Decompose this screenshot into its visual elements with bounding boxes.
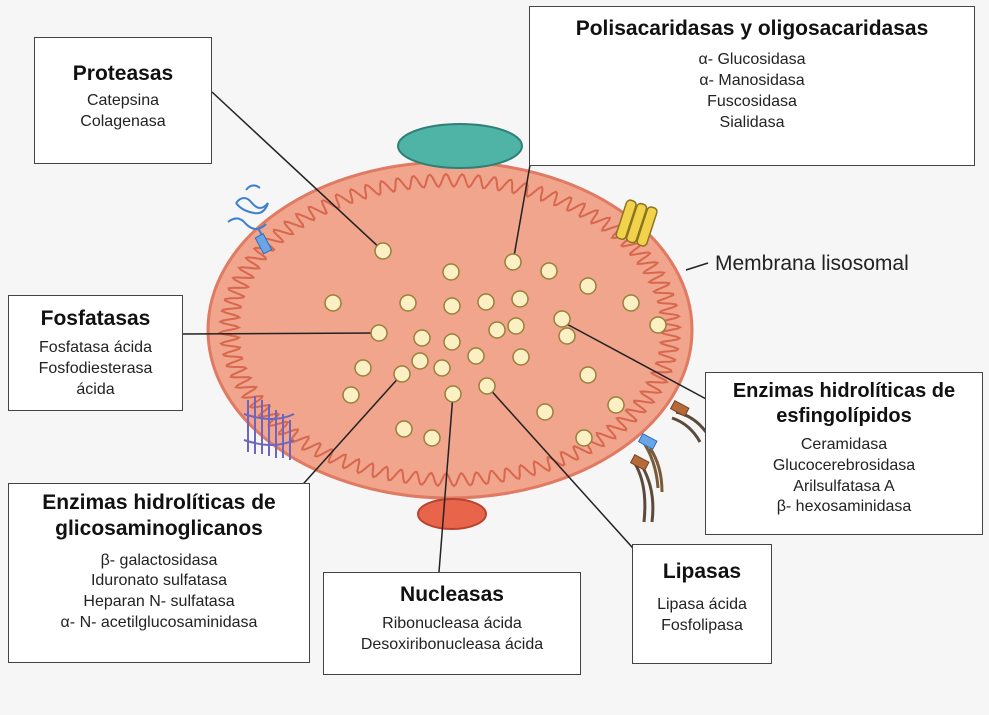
nucleasas-box: Nucleasas Ribonucleasa ácida Desoxiribon… bbox=[323, 572, 581, 675]
enzyme-vesicle bbox=[489, 322, 505, 338]
enzyme-vesicle bbox=[479, 378, 495, 394]
enzyme-item: Catepsina bbox=[35, 91, 211, 112]
enzyme-vesicle bbox=[444, 298, 460, 314]
enzyme-vesicle bbox=[512, 291, 528, 307]
enzyme-item: Fuscosidasa bbox=[530, 92, 974, 113]
enzyme-vesicle bbox=[400, 295, 416, 311]
box-title: Fosfatasas bbox=[9, 306, 182, 332]
enzyme-vesicle bbox=[412, 353, 428, 369]
enzyme-vesicle bbox=[444, 334, 460, 350]
enzyme-vesicle bbox=[505, 254, 521, 270]
enzyme-item: α- Manosidasa bbox=[530, 71, 974, 92]
enzyme-item: Colagenasa bbox=[35, 112, 211, 133]
enzyme-vesicle bbox=[375, 243, 391, 259]
enzyme-vesicle bbox=[434, 360, 450, 376]
enzyme-vesicle bbox=[325, 295, 341, 311]
enzyme-list: Lipasa ácida Fosfolipasa bbox=[633, 595, 771, 637]
enzyme-item: Iduronato sulfatasa bbox=[9, 571, 309, 592]
enzyme-item: Fosfodiesterasa bbox=[9, 359, 182, 380]
enzyme-list: β- galactosidasa Iduronato sulfatasa Hep… bbox=[9, 551, 309, 634]
box-title: Nucleasas bbox=[324, 582, 580, 608]
leader-fosfatasas bbox=[182, 333, 379, 334]
enzyme-vesicle bbox=[650, 317, 666, 333]
title-line: Fosfatasas bbox=[9, 306, 182, 332]
enzyme-vesicle bbox=[541, 263, 557, 279]
box-title: Lipasas bbox=[633, 559, 771, 585]
title-line: Nucleasas bbox=[324, 582, 580, 608]
enzyme-vesicle bbox=[443, 264, 459, 280]
title-line: Enzimas hidrolíticas de bbox=[9, 490, 309, 516]
enzyme-list: Fosfatasa ácida Fosfodiesterasa ácida bbox=[9, 338, 182, 400]
enzyme-vesicle bbox=[559, 328, 575, 344]
enzyme-item: α- N- acetilglucosaminidasa bbox=[9, 613, 309, 634]
membrane-label: Membrana lisosomal bbox=[715, 252, 909, 276]
enzyme-item: Sialidasa bbox=[530, 113, 974, 134]
enzyme-item: β- hexosaminidasa bbox=[706, 497, 982, 518]
lipasas-box: Lipasas Lipasa ácida Fosfolipasa bbox=[632, 544, 772, 664]
enzyme-item: Ribonucleasa ácida bbox=[324, 614, 580, 635]
lysosome-lumen bbox=[208, 162, 692, 498]
enzyme-item: β- galactosidasa bbox=[9, 551, 309, 572]
fosfatasas-box: Fosfatasas Fosfatasa ácida Fosfodiestera… bbox=[8, 295, 183, 411]
enzyme-vesicle bbox=[396, 421, 412, 437]
enzyme-vesicle bbox=[414, 330, 430, 346]
enzyme-item: Glucocerebrosidasa bbox=[706, 456, 982, 477]
enzyme-item: α- Glucosidasa bbox=[530, 50, 974, 71]
esfingolipidos-box: Enzimas hidrolíticas de esfingolípidos C… bbox=[705, 372, 983, 535]
enzyme-vesicle bbox=[580, 278, 596, 294]
enzyme-vesicle bbox=[343, 387, 359, 403]
enzyme-item: ácida bbox=[9, 380, 182, 401]
enzyme-item: Fosfolipasa bbox=[633, 616, 771, 637]
title-line: esfingolípidos bbox=[706, 404, 982, 429]
enzyme-item: Arilsulfatasa A bbox=[706, 477, 982, 498]
enzyme-vesicle bbox=[468, 348, 484, 364]
enzyme-vesicle bbox=[394, 366, 410, 382]
box-title: Enzimas hidrolíticas de glicosaminoglica… bbox=[9, 490, 309, 543]
enzyme-item: Desoxiribonucleasa ácida bbox=[324, 635, 580, 656]
enzyme-vesicle bbox=[608, 397, 624, 413]
box-title: Proteasas bbox=[35, 61, 211, 87]
glicosaminoglicanos-box: Enzimas hidrolíticas de glicosaminoglica… bbox=[8, 483, 310, 663]
enzyme-vesicle bbox=[445, 386, 461, 402]
enzyme-list: Ceramidasa Glucocerebrosidasa Arilsulfat… bbox=[706, 435, 982, 518]
enzyme-vesicle bbox=[554, 311, 570, 327]
enzyme-list: Catepsina Colagenasa bbox=[35, 91, 211, 133]
enzyme-item: Heparan N- sulfatasa bbox=[9, 592, 309, 613]
title-line: glicosaminoglicanos bbox=[9, 516, 309, 542]
enzyme-vesicle bbox=[355, 360, 371, 376]
enzyme-vesicle bbox=[478, 294, 494, 310]
enzyme-vesicle bbox=[576, 430, 592, 446]
enzyme-vesicle bbox=[537, 404, 553, 420]
enzyme-vesicle bbox=[623, 295, 639, 311]
enzyme-vesicle bbox=[424, 430, 440, 446]
enzyme-item: Lipasa ácida bbox=[633, 595, 771, 616]
title-line: Proteasas bbox=[35, 61, 211, 87]
polisacaridasas-box: Polisacaridasas y oligosacaridasas α- Gl… bbox=[529, 6, 975, 166]
enzyme-list: α- Glucosidasa α- Manosidasa Fuscosidasa… bbox=[530, 50, 974, 133]
enzyme-list: Ribonucleasa ácida Desoxiribonucleasa ác… bbox=[324, 614, 580, 656]
title-line: Lipasas bbox=[633, 559, 771, 585]
enzyme-vesicle bbox=[371, 325, 387, 341]
red-membrane-protein bbox=[418, 499, 486, 529]
enzyme-item: Ceramidasa bbox=[706, 435, 982, 456]
enzyme-vesicle bbox=[508, 318, 524, 334]
leader-membrana bbox=[686, 263, 708, 270]
title-line: Polisacaridasas y oligosacaridasas bbox=[530, 16, 974, 42]
title-line: Enzimas hidrolíticas de bbox=[706, 379, 982, 404]
box-title: Polisacaridasas y oligosacaridasas bbox=[530, 16, 974, 42]
enzyme-item: Fosfatasa ácida bbox=[9, 338, 182, 359]
proteasas-box: Proteasas Catepsina Colagenasa bbox=[34, 37, 212, 164]
box-title: Enzimas hidrolíticas de esfingolípidos bbox=[706, 379, 982, 429]
enzyme-vesicle bbox=[513, 349, 529, 365]
enzyme-vesicle bbox=[580, 367, 596, 383]
teal-membrane-protein bbox=[398, 124, 522, 168]
